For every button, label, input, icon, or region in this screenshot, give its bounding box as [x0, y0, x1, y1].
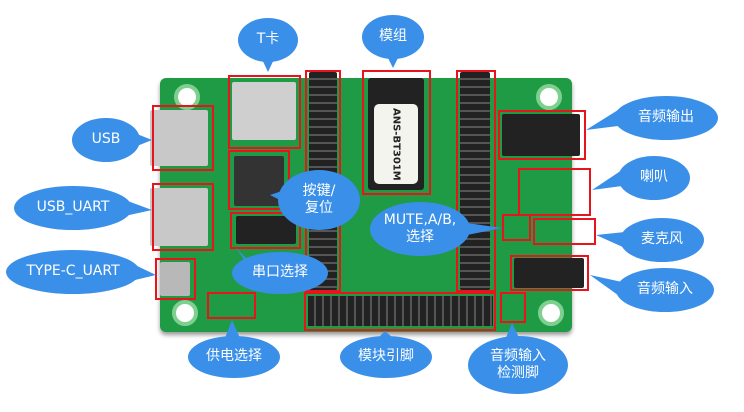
highlight-usb [152, 105, 214, 171]
highlight-typec [155, 258, 196, 300]
callout-typec-uart: TYPE-C_UART [6, 250, 140, 294]
highlight-mic [533, 218, 596, 245]
sd-card-slot [232, 82, 296, 140]
highlight-module-pins [304, 292, 496, 331]
highlight-power-select [207, 292, 256, 319]
audio-in-jack [514, 258, 584, 288]
callout-audio-in-detect: 音频输入 检测脚 [468, 336, 568, 394]
callout-speaker: 喇叭 [618, 156, 690, 200]
pin-header-right [460, 72, 490, 290]
callout-audio-out: 音频输出 [614, 96, 718, 140]
mount-hole [538, 300, 564, 326]
highlight-uart-select [230, 212, 301, 249]
highlight-speaker [518, 168, 591, 216]
highlight-module [362, 70, 431, 195]
usb-uart-port [150, 188, 208, 246]
callout-module-pins: 模块引脚 [340, 336, 432, 378]
mount-hole [172, 300, 198, 326]
uart-jumper [236, 216, 296, 244]
callout-usb: USB [72, 118, 140, 162]
callout-keys: 按键/ 复位 [278, 170, 360, 230]
callout-mute-ab: MUTE,A/B, 选择 [370, 202, 470, 256]
audio-out-jack [502, 114, 580, 156]
bt-module: ANS-BT301M [368, 78, 424, 190]
callout-module: 模组 [362, 15, 424, 59]
callout-tcard: T卡 [238, 18, 298, 62]
mount-hole [536, 84, 562, 110]
module-label: ANS-BT301M [374, 104, 418, 184]
callout-power-select: 供电选择 [188, 336, 280, 378]
highlight-tcard [228, 75, 301, 149]
highlight-usb-uart [152, 183, 214, 251]
highlight-audio-out [498, 110, 586, 160]
pin-header-bottom [308, 296, 493, 326]
usb-port [150, 110, 208, 166]
highlight-audio-in [510, 255, 589, 291]
callout-uart-select: 串口选择 [232, 252, 328, 294]
typec-port [160, 262, 190, 296]
callout-audio-in: 音频输入 [616, 268, 714, 312]
highlight-header-right [456, 70, 496, 292]
highlight-detect-pin [500, 292, 526, 323]
callout-usb-uart: USB_UART [14, 186, 132, 230]
highlight-mute [502, 214, 531, 241]
callout-mic: 麦克风 [620, 218, 704, 262]
